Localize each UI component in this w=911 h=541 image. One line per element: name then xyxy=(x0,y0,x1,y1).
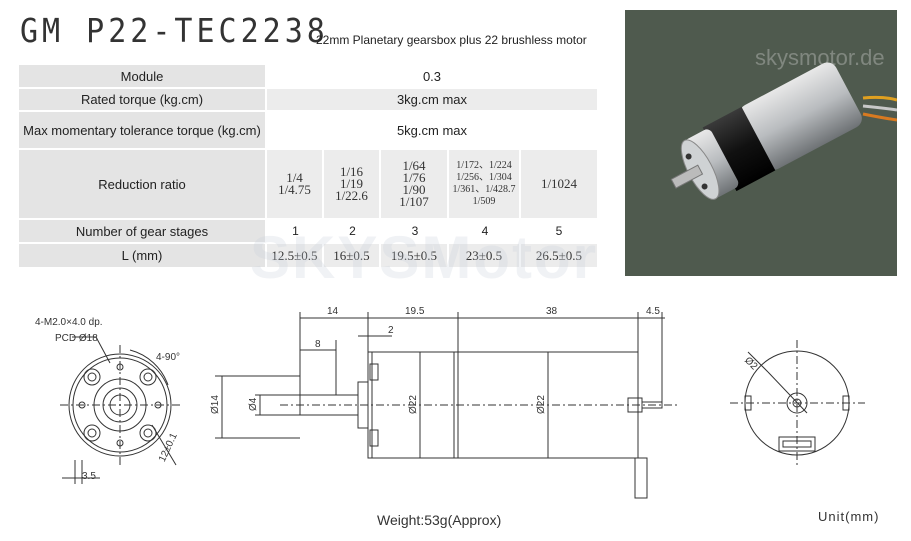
length-1: 12.5±0.5 xyxy=(267,244,324,269)
ratio-4-d: 1/509 xyxy=(472,196,496,207)
ratio-4-a: 1/172、1/224 xyxy=(456,160,512,171)
stage-1: 1 xyxy=(267,220,324,244)
dim-phi14: Ø14 xyxy=(210,395,221,414)
ratio-3-b: 1/76 xyxy=(402,170,426,185)
rated-torque-value: 3kg.cm max xyxy=(267,89,597,112)
dim-phi22-gear: Ø22 xyxy=(408,395,419,414)
stage-2: 2 xyxy=(324,220,381,244)
product-subtitle: 22mm Planetary gearsbox plus 22 brushles… xyxy=(316,33,587,47)
ratio-1-a: 1/4 xyxy=(286,170,303,185)
ratio-2-a: 1/16 xyxy=(339,164,364,179)
motor-photo: skysmotor.de xyxy=(625,10,897,276)
ratio-cell-2: 1/16 1/19 1/22.6 xyxy=(324,150,381,220)
ratio-cell-4: 1/172、1/224 1/256、1/304 1/361、1/428.7 1/… xyxy=(449,150,521,220)
stage-4: 4 xyxy=(449,220,521,244)
spec-table: Module 0.3 Rated torque (kg.cm) 3kg.cm m… xyxy=(19,65,597,269)
module-label: Module xyxy=(19,65,267,89)
reduction-ratio-label: Reduction ratio xyxy=(19,150,267,220)
length-label: L (mm) xyxy=(19,244,267,269)
momentary-torque-label: Max momentary tolerance torque (kg.cm) xyxy=(19,112,267,150)
pcd-spec: PCD Ø18 xyxy=(55,333,98,344)
front-view xyxy=(60,336,180,484)
dim-phi22-motor: Ø22 xyxy=(536,395,547,414)
ratio-4-b: 1/256、1/304 xyxy=(456,172,512,183)
ratio-2-c: 1/22.6 xyxy=(335,188,368,203)
dim-19-5: 19.5 xyxy=(405,306,425,317)
dim-14: 14 xyxy=(327,306,339,317)
dim-8: 8 xyxy=(315,339,321,350)
holes-spec: 4-M2.0×4.0 dp. xyxy=(35,317,103,328)
unit-label: Unit(mm) xyxy=(818,509,880,524)
side-view xyxy=(215,312,680,499)
ratio-2-b: 1/19 xyxy=(339,176,364,191)
ratio-5-a: 1/1024 xyxy=(540,176,578,191)
ratio-3-a: 1/64 xyxy=(402,158,426,173)
stage-3: 3 xyxy=(381,220,449,244)
watermark: SKYSMotor xyxy=(250,224,598,291)
photo-watermark: skysmotor.de xyxy=(755,45,885,70)
length-3: 19.5±0.5 xyxy=(381,244,449,269)
momentary-torque-value: 5kg.cm max xyxy=(267,112,597,150)
ratio-cell-1: 1/4 1/4.75 xyxy=(267,150,324,220)
ratio-cell-5: 1/1024 xyxy=(521,150,597,220)
ratio-1-b: 1/4.75 xyxy=(278,182,311,197)
rear-view xyxy=(730,340,865,465)
width-35: 3.5 xyxy=(82,471,96,482)
length-2: 16±0.5 xyxy=(324,244,381,269)
stage-5: 5 xyxy=(521,220,597,244)
dim-2: 2 xyxy=(388,325,394,336)
ratio-3-c: 1/90 xyxy=(402,182,426,197)
motor-illustration: skysmotor.de xyxy=(670,45,897,200)
ratio-cell-3: 1/64 1/76 1/90 1/107 xyxy=(381,150,449,220)
module-value: 0.3 xyxy=(267,65,597,89)
gear-stages-label: Number of gear stages xyxy=(19,220,267,244)
ratio-4-c: 1/361、1/428.7 xyxy=(452,184,516,195)
length-4: 23±0.5 xyxy=(449,244,521,269)
dim-phi4: Ø4 xyxy=(248,397,259,411)
rated-torque-label: Rated torque (kg.cm) xyxy=(19,89,267,112)
length-5: 26.5±0.5 xyxy=(521,244,597,269)
dim-4-5: 4.5 xyxy=(646,306,660,317)
ratio-3-d: 1/107 xyxy=(399,194,429,209)
angle-spec: 4-90° xyxy=(156,352,180,363)
weight-label: Weight:53g(Approx) xyxy=(377,512,502,528)
model-title: GM P22-TEC2238 xyxy=(20,12,329,51)
dim-38: 38 xyxy=(546,306,558,317)
